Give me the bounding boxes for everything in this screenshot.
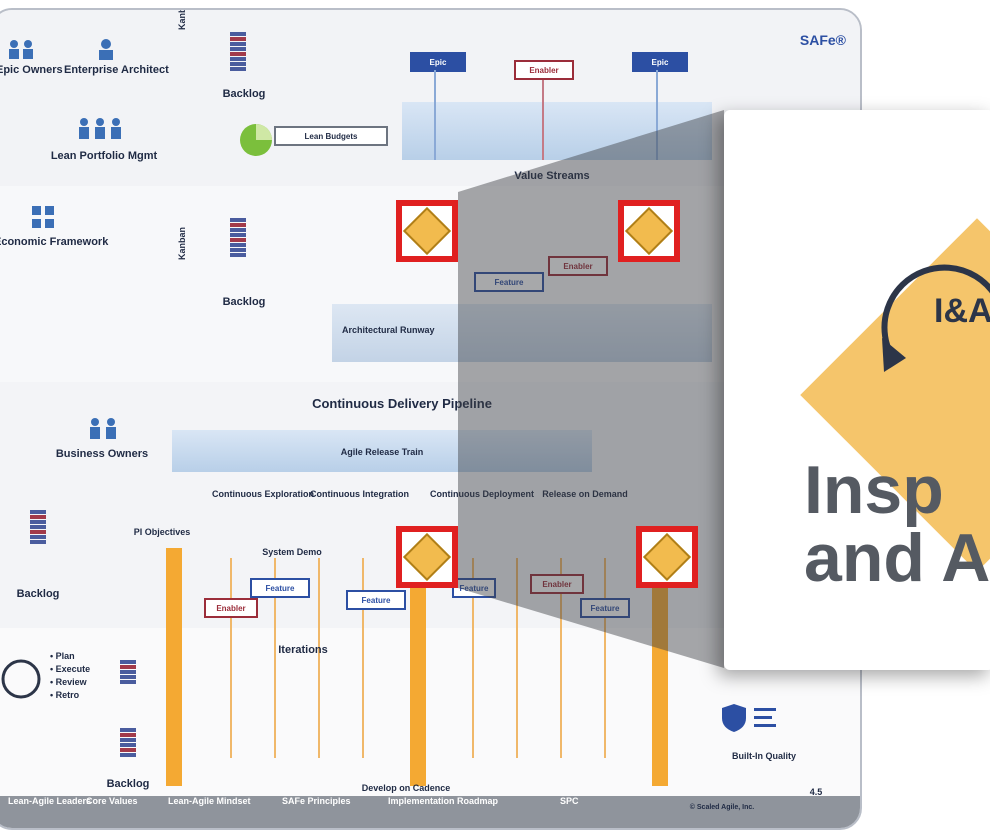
business-owners-icon [90, 418, 116, 439]
story-tag-3: Feature [452, 578, 496, 598]
team-backlog-icon [120, 728, 136, 758]
version-label: 4.5 [809, 787, 823, 797]
epic-line-2 [656, 70, 658, 160]
footer-item-1: Lean-Agile Leaders [8, 796, 92, 806]
quality-shield-icon [722, 704, 776, 732]
enterprise-architect-label: Enterprise Architect [64, 64, 169, 76]
panel-title-line1: Insp [804, 452, 944, 528]
footer-item-6: SPC [560, 796, 579, 806]
step-3: Continuous Deployment [430, 489, 534, 499]
footer-item-5: Implementation Roadmap [388, 796, 499, 806]
iteration-line-7 [560, 558, 562, 758]
iteration-line-4 [362, 558, 364, 758]
team-practices-list: • Plan • Execute • Review • Retro [50, 651, 91, 700]
ia-badge-text: I&A [934, 292, 990, 330]
ia-diamond-icon [402, 206, 452, 256]
lean-portfolio-mgmt-label: Lean Portfolio Mgmt [50, 150, 158, 162]
iteration-line-6 [516, 558, 518, 758]
architectural-runway-bar [332, 304, 712, 362]
story-tag-4: Feature [580, 598, 630, 618]
built-in-quality-label: Built-In Quality [732, 751, 796, 761]
enabler-story-tag-2: Enabler [530, 574, 584, 594]
safe-logo: SAFe® [799, 32, 846, 48]
iteration-cycle-icon [1, 659, 41, 699]
lean-budgets-icon [240, 124, 272, 156]
cycle-arrow-icon [881, 264, 990, 372]
economic-framework-icon [32, 206, 54, 228]
enabler-line [542, 80, 544, 160]
architect-icon [99, 39, 113, 60]
pi-planning-bar-2 [410, 548, 426, 786]
team-kanban-icon [120, 660, 136, 685]
epic-owners-label: Epic Owners [0, 64, 63, 76]
business-owners-label: Business Owners [55, 448, 149, 460]
enabler-story-tag-1: Enabler [204, 598, 258, 618]
step-2: Continuous Integration [310, 489, 409, 499]
milestone-marker-1[interactable] [396, 200, 458, 262]
develop-on-cadence-label: Develop on Cadence [361, 783, 451, 793]
panel-title-line2: and A [804, 520, 990, 596]
value-streams-label: Value Streams [482, 170, 622, 182]
milestone-marker-2[interactable] [618, 200, 680, 262]
iteration-line-3 [318, 558, 320, 758]
step-1: Continuous Exploration [212, 489, 314, 499]
system-demo-label: System Demo [262, 547, 322, 557]
footer-bar [0, 796, 860, 828]
epic-tag-2: Epic [632, 52, 688, 72]
team-backlog-label-top: Backlog [16, 588, 60, 600]
iterations-label: Iterations [278, 644, 328, 656]
epic-line-1 [434, 70, 436, 160]
pi-objectives-label: PI Objectives [133, 527, 191, 537]
iteration-line-1 [230, 558, 232, 758]
epic-tag-1: Epic [410, 52, 466, 72]
architectural-runway-label: Architectural Runway [342, 325, 435, 335]
feature-tag: Feature [474, 272, 544, 292]
portfolio-backlog-label: Backlog [222, 88, 266, 100]
team-backlog-label: Backlog [106, 778, 150, 790]
ia-diamond-icon [642, 532, 692, 582]
milestone-marker-3[interactable] [396, 526, 458, 588]
copyright-label: © Scaled Agile, Inc. [689, 804, 755, 811]
pi-planning-bar-3 [652, 548, 668, 786]
ia-diamond-icon [624, 206, 674, 256]
team-band [0, 628, 860, 797]
iteration-line-2 [274, 558, 276, 758]
program-backlog-icon [230, 218, 246, 258]
portfolio-backlog-icon [230, 32, 246, 72]
iteration-line-8 [604, 558, 606, 758]
pipeline-title: Continuous Delivery Pipeline [312, 396, 492, 411]
iteration-line-5 [472, 558, 474, 758]
pi-planning-bar-1 [166, 548, 182, 786]
lean-budgets-box: Lean Budgets [274, 126, 388, 146]
enabler-tag: Enabler [514, 60, 574, 80]
ia-diamond-icon [402, 532, 452, 582]
value-streams-arrows [402, 102, 712, 160]
lpm-group-icon [79, 118, 121, 139]
program-backlog-label: Backlog [222, 296, 266, 308]
story-tag-1: Feature [250, 578, 310, 598]
economic-framework-label: Economic Framework [0, 236, 109, 248]
step-4: Release on Demand [540, 488, 630, 500]
pipeline-stage-label: Agile Release Train [340, 447, 424, 457]
footer-item-2: Core Values [86, 796, 138, 806]
story-tag-2: Feature [346, 590, 406, 610]
milestone-marker-4[interactable] [636, 526, 698, 588]
pipeline-loop [172, 430, 592, 472]
people-icon [9, 40, 33, 59]
footer-item-3: Lean-Agile Mindset [168, 796, 251, 806]
zoom-panel: I&A Insp and A [724, 110, 990, 670]
footer-item-4: SAFe Principles [282, 796, 351, 806]
team-backlog-icon-top [30, 510, 46, 545]
enabler-tag-2: Enabler [548, 256, 608, 276]
